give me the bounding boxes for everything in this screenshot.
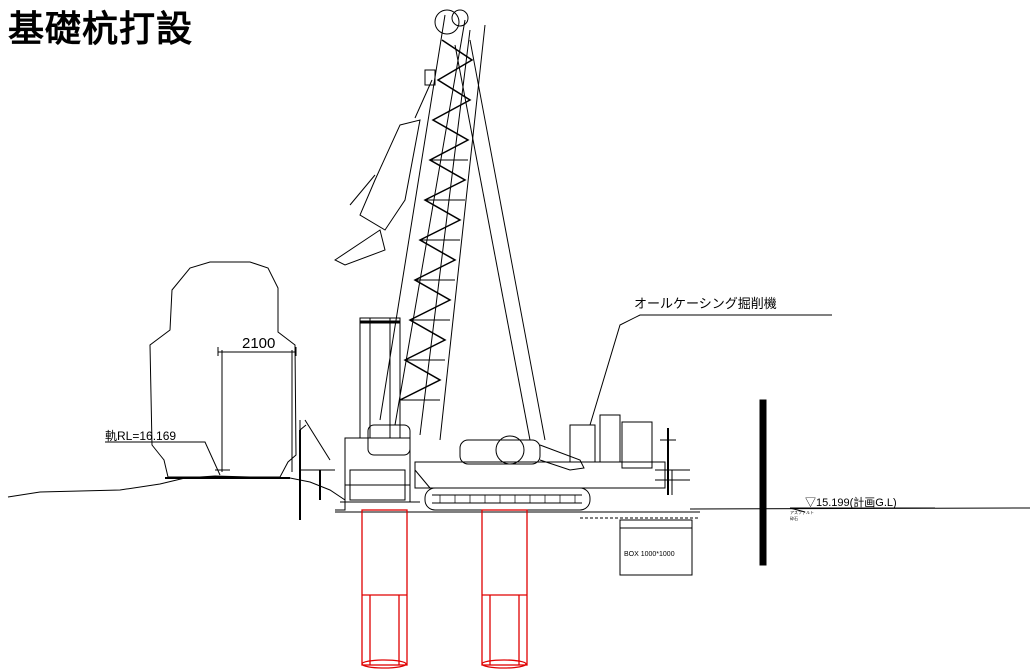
vertical-post [759,399,767,566]
crawler-track [424,487,591,511]
ground-line-left [7,475,346,511]
main-mast [379,9,546,441]
ground-level-label: ▽15.199(計画G.L) [805,495,897,509]
pile-right [481,509,528,666]
machine-leader [589,314,832,426]
small-note-1: アスファルト [790,510,814,515]
train-envelope [149,261,297,478]
small-note-2: 砕石 [790,515,798,521]
drawing-title: 基礎杭打設 [8,9,194,50]
dimension-label: 2100 [242,335,275,352]
box-label: BOX 1000*1000 [624,551,675,558]
rail-level-label: 軌RL=16.169 [105,428,176,443]
machine-body [414,461,666,489]
rail-level-leader [105,441,221,476]
casing-piles [361,509,528,669]
pile-left [361,509,408,666]
hammer-grab [334,69,436,266]
machine-label: オールケーシング掘削機 [634,296,777,311]
box-structure [619,519,693,576]
